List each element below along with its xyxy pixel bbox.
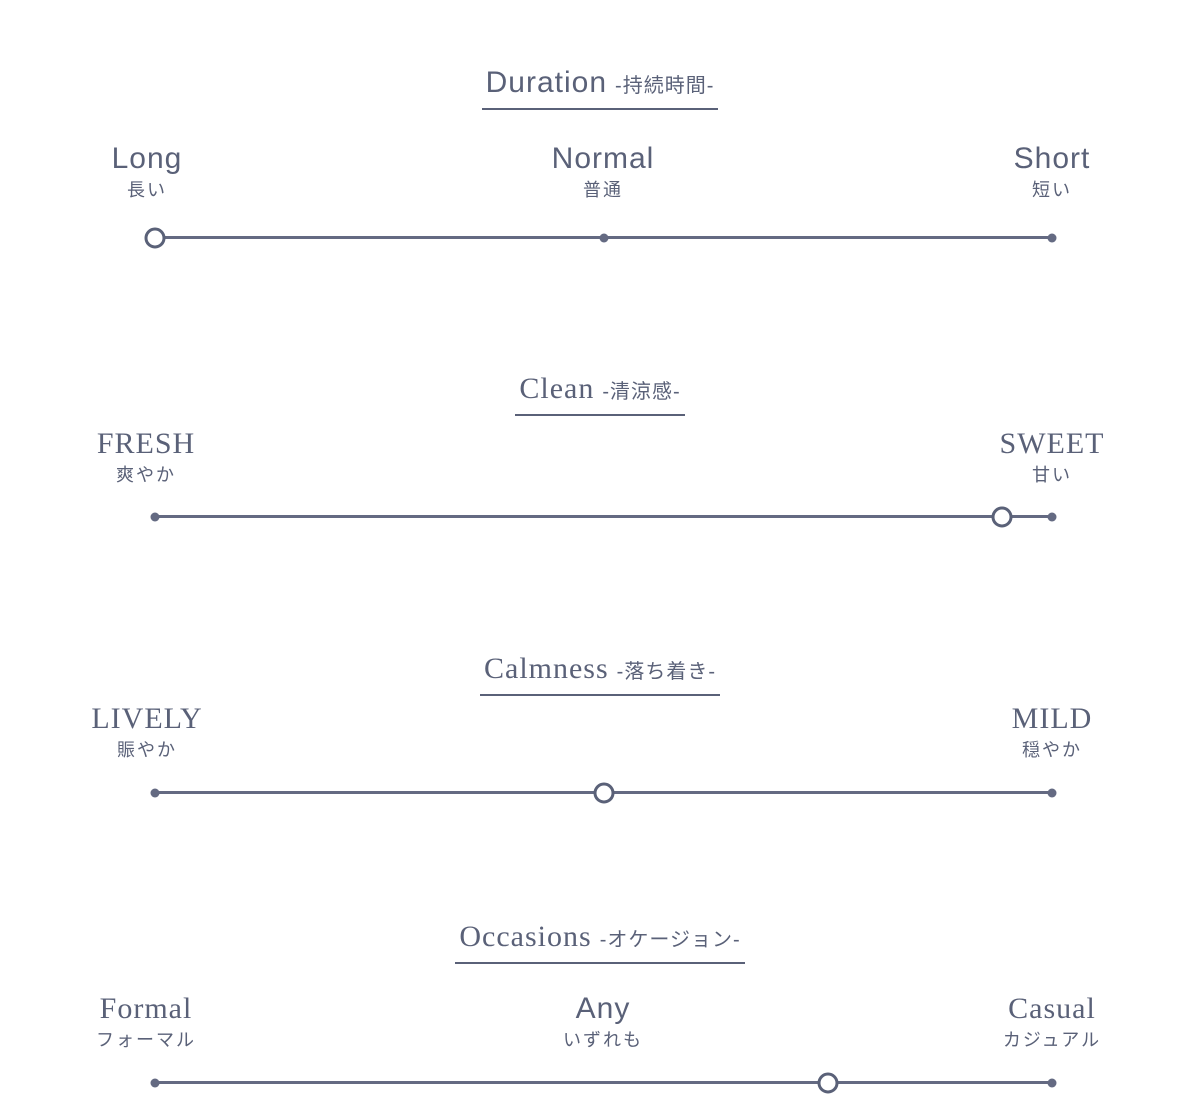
label-en: Any <box>575 992 631 1025</box>
label-left-calmness: LIVELY 賑やか <box>91 702 203 760</box>
label-center-duration: Normal 普通 <box>551 142 655 200</box>
label-right-calmness: MILD 穏やか <box>1011 702 1093 760</box>
label-left-clean: FRESH 爽やか <box>96 427 196 485</box>
title-underline: Calmness -落ち着き- <box>480 652 720 696</box>
scale-track-occasions <box>150 1072 1057 1093</box>
value-marker-circle <box>593 782 614 803</box>
section-title-en: Duration <box>485 66 608 99</box>
label-en: Casual <box>1008 992 1096 1025</box>
title-underline: Duration -持続時間- <box>481 66 719 110</box>
section-title-clean: Clean -清涼感- <box>0 372 1200 416</box>
label-ja: 穏やか <box>1022 740 1082 760</box>
title-underline: Occasions -オケージョン- <box>455 920 745 964</box>
value-marker-circle <box>991 506 1013 527</box>
label-ja: 長い <box>127 180 167 200</box>
track-endpoint-dot-left <box>150 512 160 521</box>
label-ja: 普通 <box>583 180 623 200</box>
value-marker-circle <box>817 1072 839 1093</box>
label-en: LIVELY <box>91 702 203 735</box>
title-underline: Clean -清涼感- <box>515 372 685 416</box>
label-en: Long <box>111 142 183 175</box>
scale-track-duration <box>144 227 1057 248</box>
label-en: Formal <box>99 992 193 1025</box>
section-title-calmness: Calmness -落ち着き- <box>0 652 1200 696</box>
track-endpoint-dot-right <box>1047 512 1057 521</box>
label-en: Short <box>1013 142 1091 175</box>
track-endpoint-dot-right <box>1047 788 1057 797</box>
scale-track-calmness <box>150 782 1057 803</box>
value-marker-circle <box>144 227 166 248</box>
label-ja: 短い <box>1032 180 1072 200</box>
track-endpoint-dot-right <box>1047 233 1057 242</box>
track-midpoint-dot <box>599 233 608 242</box>
section-title-en: Occasions <box>459 920 592 953</box>
track-endpoint-dot-left <box>150 788 160 797</box>
section-title-ja: -持続時間- <box>615 75 715 97</box>
label-en: MILD <box>1011 702 1093 735</box>
label-ja: フォーマル <box>96 1030 196 1050</box>
label-ja: 爽やか <box>116 465 176 485</box>
label-en: SWEET <box>999 427 1105 460</box>
label-ja: 甘い <box>1031 465 1072 485</box>
label-ja: 賑やか <box>116 740 177 760</box>
section-title-ja: -オケージョン- <box>599 929 741 951</box>
label-right-duration: Short 短い <box>1013 142 1091 200</box>
label-en: Normal <box>551 142 655 175</box>
section-title-en: Clean <box>519 372 595 405</box>
label-right-clean: SWEET 甘い <box>999 427 1105 485</box>
label-en: FRESH <box>96 427 196 460</box>
label-ja: いずれも <box>563 1030 643 1050</box>
section-title-occasions: Occasions -オケージョン- <box>0 920 1200 964</box>
track-endpoint-dot-right <box>1047 1078 1057 1087</box>
label-center-occasions: Any いずれも <box>563 992 643 1050</box>
section-title-en: Calmness <box>484 652 609 685</box>
label-left-duration: Long 長い <box>111 142 183 200</box>
section-title-ja: -清涼感- <box>602 381 681 403</box>
label-left-occasions: Formal フォーマル <box>96 992 196 1050</box>
track-endpoint-dot-left <box>150 1078 160 1087</box>
label-ja: カジュアル <box>1002 1030 1102 1050</box>
scale-track-clean <box>150 506 1057 527</box>
section-title-duration: Duration -持続時間- <box>0 66 1200 110</box>
section-title-ja: -落ち着き- <box>616 661 716 683</box>
label-right-occasions: Casual カジュアル <box>1002 992 1102 1050</box>
